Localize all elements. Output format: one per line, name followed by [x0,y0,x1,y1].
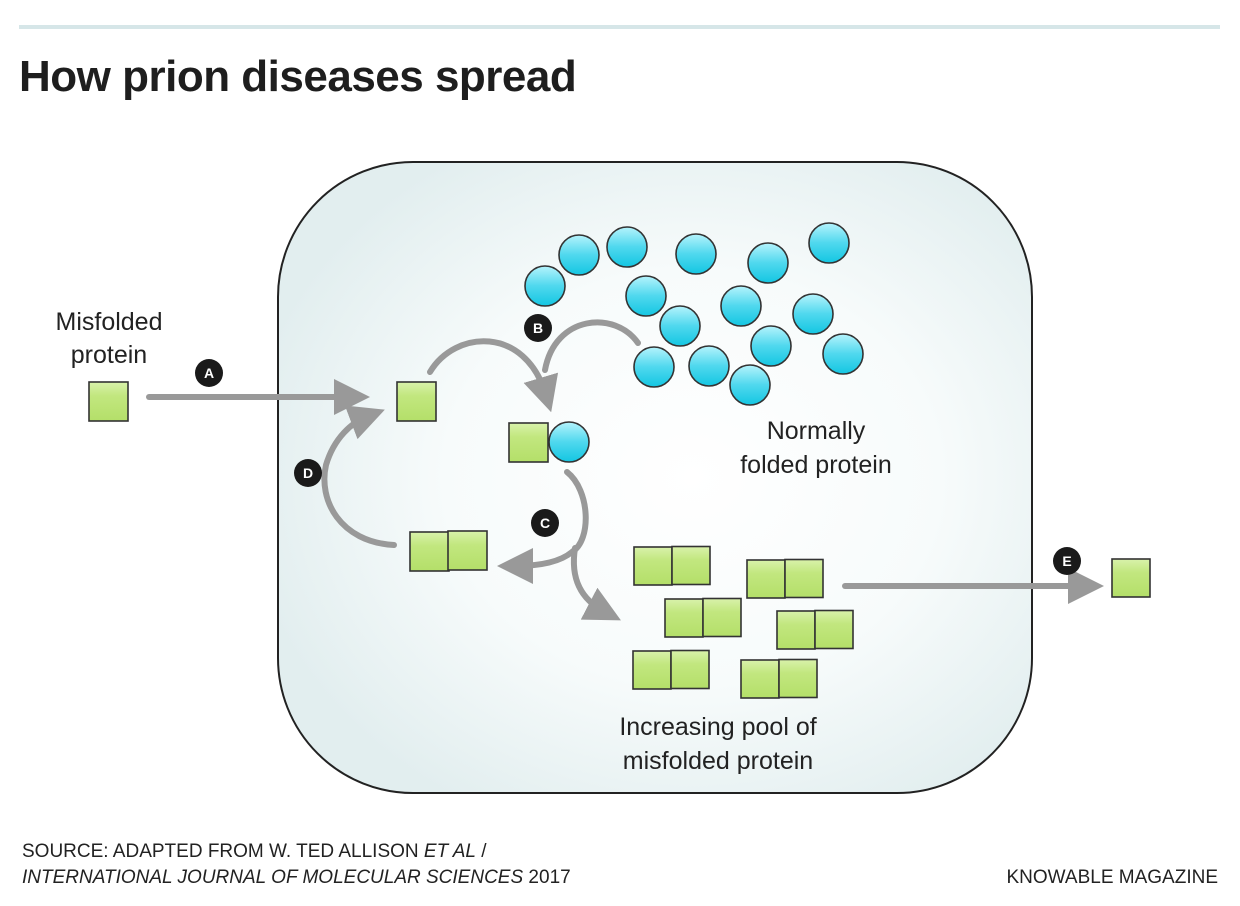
badge-d: D [294,459,322,487]
svg-text:D: D [303,465,313,481]
cell-membrane [277,161,1033,794]
normal-protein [606,226,648,268]
page-title: How prion diseases spread [19,52,577,101]
misfolded-protein [814,609,854,650]
normal-protein [720,285,762,327]
source-line-1: SOURCE: ADAPTED FROM W. TED ALLISON ET A… [22,841,487,862]
misfolded-pair [664,597,742,638]
normal-protein [808,222,850,264]
misfolded-protein [702,597,742,638]
normal-protein [524,265,566,307]
label-misfolded-line2: protein [71,341,147,369]
misfolded-pair-recycle-right [447,530,488,571]
top-rule [19,25,1220,29]
misfolded-pair [632,649,710,690]
misfolded-protein-outside [88,381,129,422]
misfolded-protein [633,546,673,586]
misfolded-pair [776,609,854,650]
svg-text:C: C [540,515,550,531]
svg-text:A: A [204,365,214,381]
misfolded-protein-complex-square [508,422,549,463]
misfolded-pair [740,658,818,699]
label-normal-line1: Normally [767,417,866,445]
badge-a: A [195,359,223,387]
misfolded-protein [746,559,786,599]
misfolded-pool [632,545,854,699]
normal-protein-bound [548,421,590,463]
credit: KNOWABLE MAGAZINE [1006,867,1219,888]
normal-protein [792,293,834,335]
misfolded-protein-entered [396,381,437,422]
badge-e: E [1053,547,1081,575]
label-normal-line2: folded protein [740,451,892,479]
label-pool-line2: misfolded protein [623,747,813,775]
badge-b: B [524,314,552,342]
normal-protein-cluster [524,222,864,406]
misfolded-protein [632,650,672,690]
arrow-c-branch [570,545,621,621]
arrow-b-right [542,319,641,373]
arrow-d [321,405,397,548]
misfolded-protein [740,659,780,699]
normal-protein [675,233,717,275]
normal-protein [747,242,789,284]
normal-protein [625,275,667,317]
normal-protein [688,345,730,387]
normal-protein [750,325,792,367]
misfolded-protein [784,558,824,599]
arrow-b-left [427,338,559,413]
misfolded-protein [671,545,711,586]
badge-c: C [531,509,559,537]
misfolded-pair-recycle-left [409,531,450,572]
normal-protein [822,333,864,375]
misfolded-protein [776,610,816,650]
misfolded-pair [746,558,824,599]
misfolded-pair [633,545,711,586]
svg-text:E: E [1062,553,1071,569]
label-pool-line1: Increasing pool of [619,713,816,741]
svg-text:B: B [533,320,543,336]
misfolded-protein-exported [1111,558,1151,598]
normal-protein [659,305,701,347]
normal-protein [558,234,600,276]
label-misfolded-line1: Misfolded [56,308,163,336]
misfolded-protein [778,658,818,699]
normal-protein [729,364,771,406]
misfolded-protein [664,598,704,638]
misfolded-protein [670,649,710,690]
source-line-2: INTERNATIONAL JOURNAL OF MOLECULAR SCIEN… [22,867,571,888]
normal-protein [633,346,675,388]
